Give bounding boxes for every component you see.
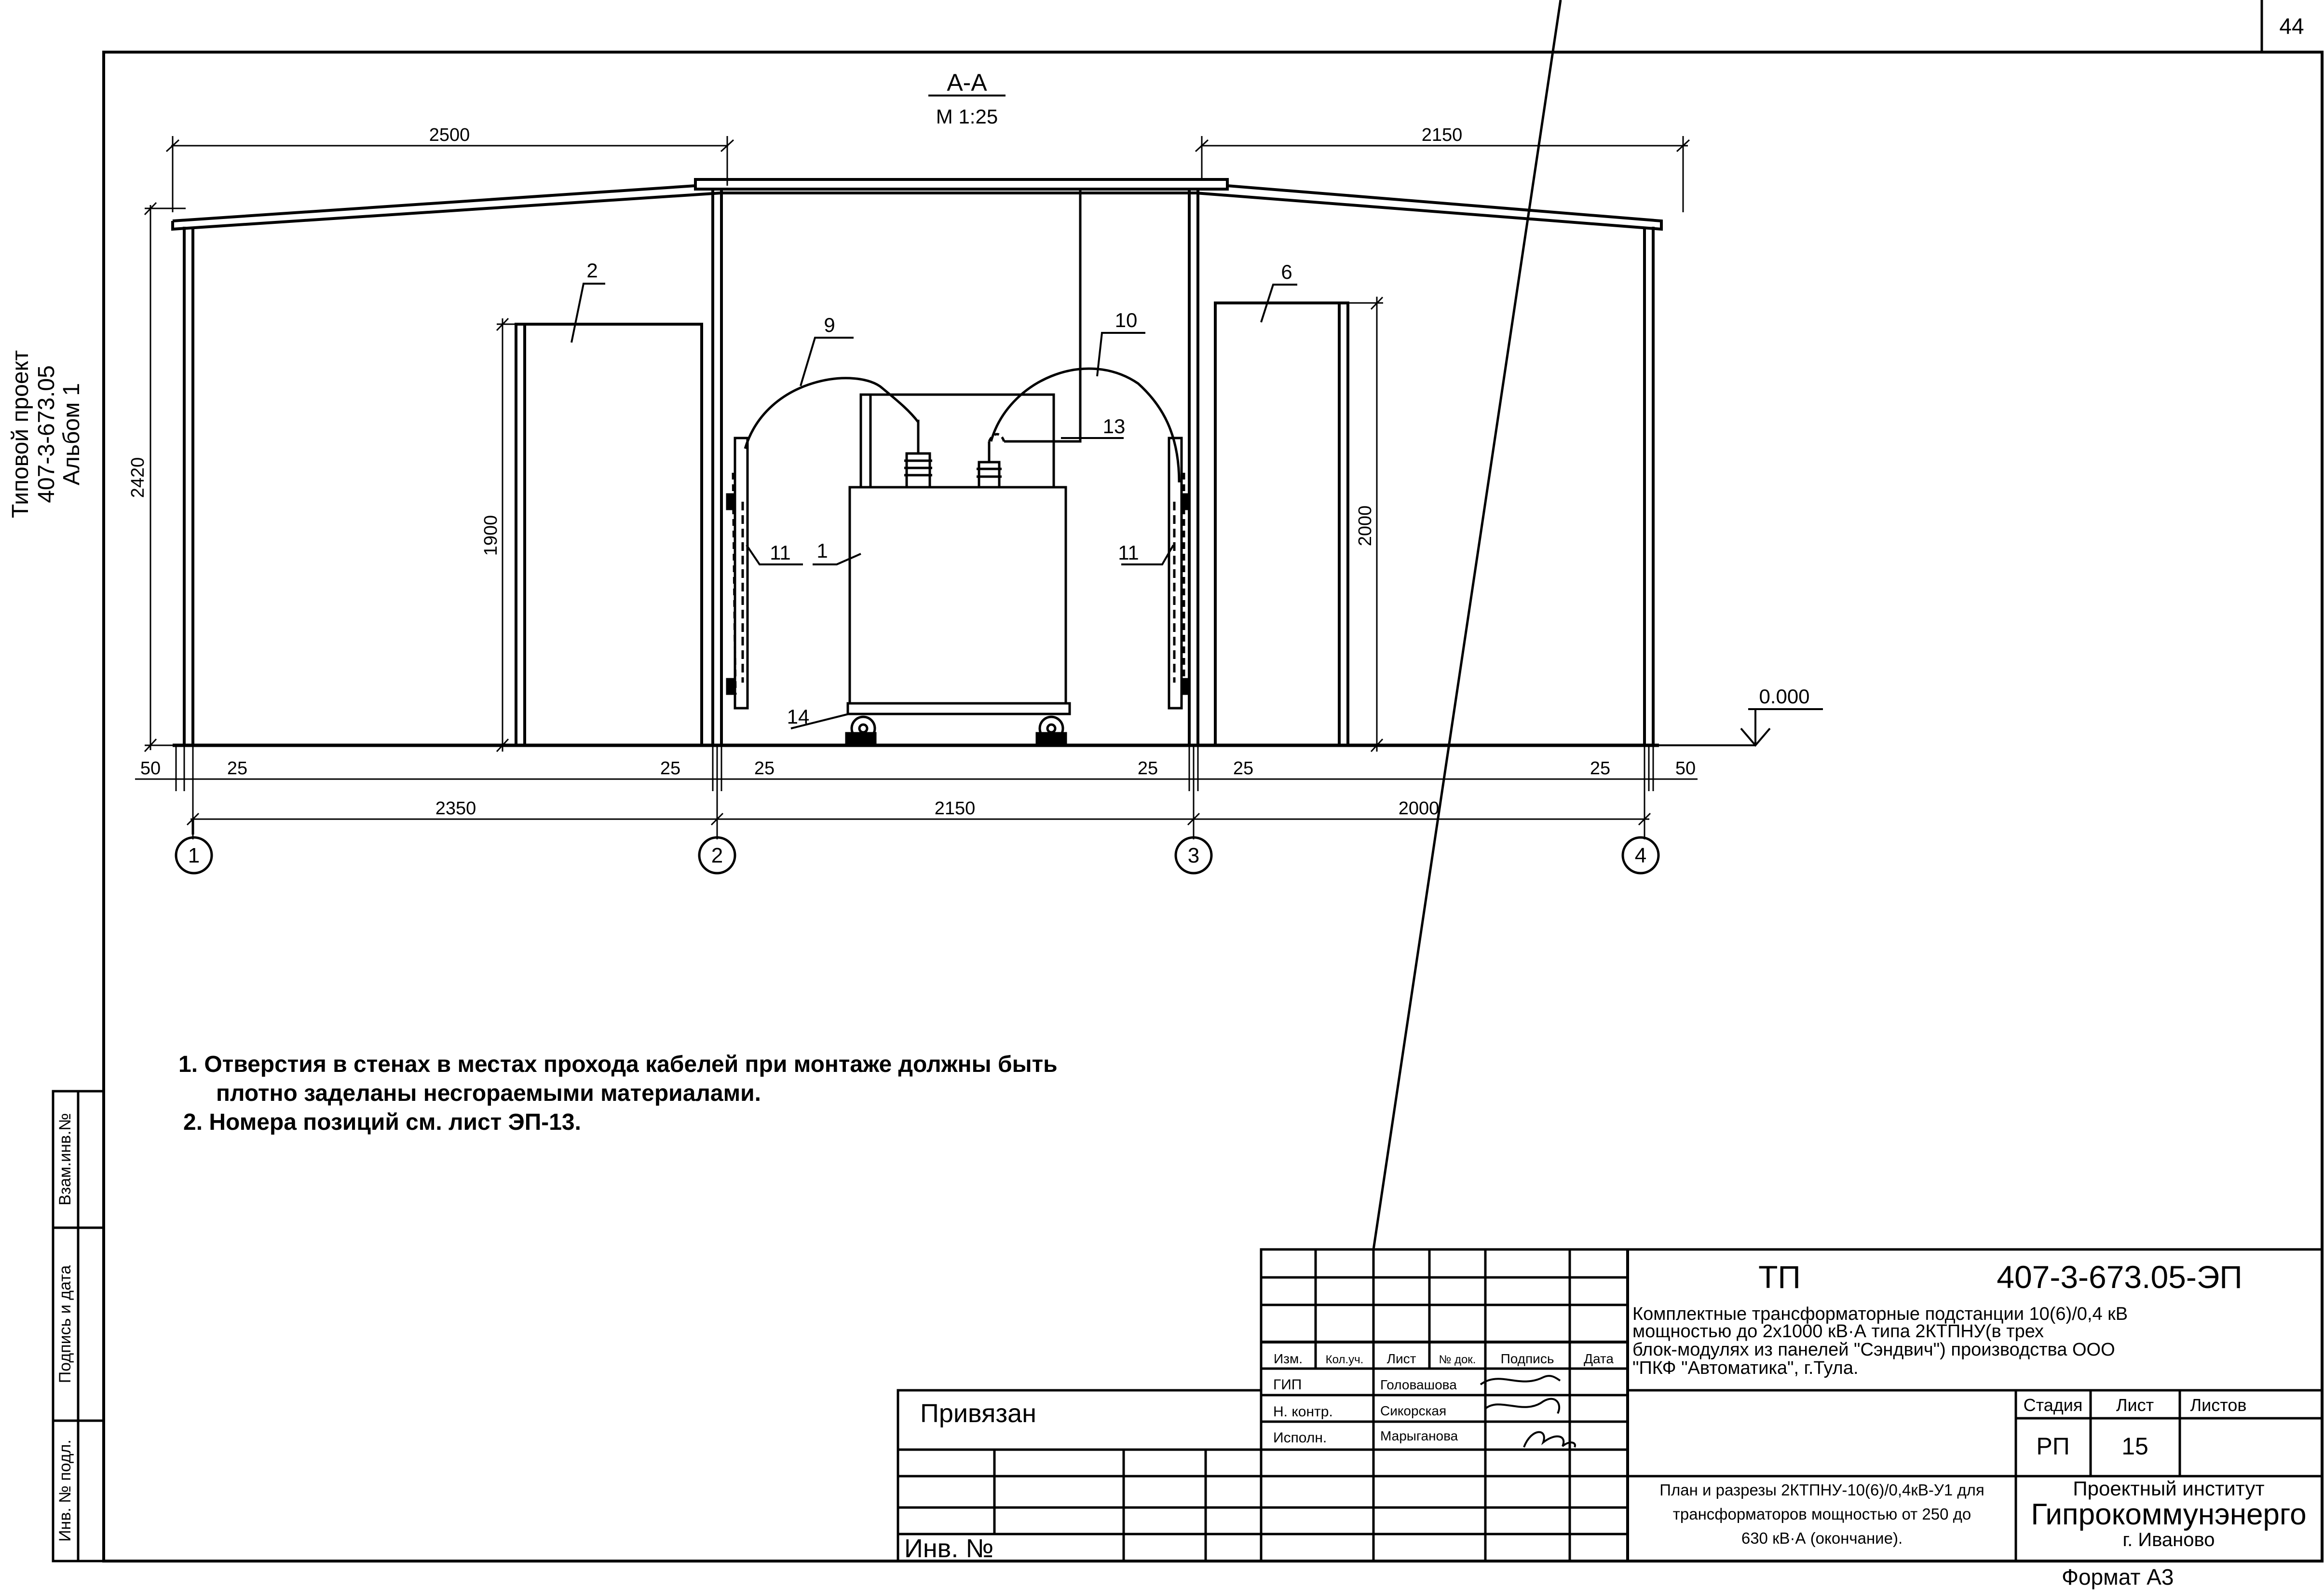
- axis-label-2: 2: [711, 844, 723, 867]
- dim-height-total: 2420: [128, 457, 148, 498]
- tb-ispoln-name: Марыганова: [1380, 1428, 1458, 1443]
- axis-markers: [175, 819, 1660, 875]
- dim-small-25-c: 25: [754, 758, 775, 779]
- title-block-grid: [897, 0, 2324, 1563]
- dim-top-left: 2500: [429, 125, 470, 145]
- tb-list: Лист: [2116, 1395, 2154, 1415]
- cables: [732, 367, 1185, 695]
- tb-hdr-koluch: Кол.уч.: [1326, 1353, 1364, 1366]
- level-mark: [1654, 708, 1823, 747]
- dim-bottom-mid-span: 2150: [935, 798, 976, 819]
- transformer-wheels: [845, 702, 1071, 747]
- tb-nkontr-name: Сикорская: [1380, 1403, 1446, 1418]
- tb-sheet-title-1: План и разрезы 2КТПНУ-10(6)/0,4кВ-У1 для: [1659, 1481, 1984, 1499]
- signatures: [1480, 1375, 1576, 1448]
- tb-hdr-podpis: Подпись: [1501, 1351, 1554, 1366]
- side-project-line2: 407-3-673.05: [34, 365, 59, 503]
- dim-small-50-left: 50: [140, 758, 161, 779]
- tb-listov: Листов: [2190, 1395, 2247, 1415]
- axis-marker-2: [698, 836, 736, 875]
- tb-gip: ГИП: [1273, 1377, 1302, 1393]
- position-2: 2: [586, 259, 598, 282]
- axis-marker-3: [1174, 836, 1213, 875]
- side-podpis-data: Подпись и дата: [56, 1265, 74, 1384]
- section-title: А-А: [947, 69, 987, 96]
- tb-org-3: г. Иваново: [2122, 1529, 2215, 1550]
- side-project-line3: Альбом 1: [59, 383, 84, 485]
- axis-label-4: 4: [1635, 844, 1646, 867]
- tb-desc-3: блок-модулях из панелей "Сэндвич") произ…: [1632, 1340, 2115, 1360]
- side-project-line1: Типовой проект: [8, 350, 33, 518]
- dim-small-25-d: 25: [1138, 758, 1158, 779]
- tb-desc-4: "ПКФ "Автоматика", г.Тула.: [1632, 1358, 1859, 1378]
- position-13: 13: [1103, 415, 1126, 438]
- note-1-line-b: плотно заделаны несгораемыми материалами…: [216, 1081, 761, 1106]
- tb-desc-1: Комплектные трансформаторные подстанции …: [1632, 1304, 2128, 1324]
- tb-code: 407-3-673.05-ЭП: [1997, 1259, 2242, 1295]
- note-2: 2. Номера позиций см. лист ЭП-13.: [183, 1110, 581, 1135]
- dim-small-25-b: 25: [660, 758, 680, 779]
- dim-small-25-a: 25: [227, 758, 247, 779]
- tb-list-value: 15: [2121, 1433, 2148, 1460]
- side-stamp-box: [52, 1090, 105, 1563]
- cable-racks: [726, 437, 1191, 710]
- tb-stadia: Стадия: [2024, 1395, 2083, 1415]
- side-inv-podl: Инв. № подл.: [56, 1439, 74, 1542]
- tb-hdr-izm: Изм.: [1274, 1351, 1303, 1366]
- tb-stadia-value: РП: [2036, 1433, 2069, 1460]
- axis-marker-1: [175, 836, 213, 875]
- dim-small-50-right: 50: [1675, 758, 1696, 779]
- dim-door-right: 2000: [1355, 506, 1375, 547]
- position-11-right: 11: [1118, 541, 1139, 564]
- tb-hdr-data: Дата: [1584, 1351, 1614, 1366]
- position-14: 14: [787, 705, 810, 728]
- tb-org-2: Гипрокоммунэнерго: [2031, 1498, 2306, 1531]
- tb-sheet-title-3: 630 кВ·А (окончание).: [1741, 1529, 1903, 1547]
- tb-org-1: Проектный институт: [2073, 1477, 2264, 1500]
- tb-privyazan: Привязан: [920, 1399, 1036, 1428]
- level-value: 0.000: [1759, 685, 1809, 708]
- side-vzam-inv: Взам.инв.№: [56, 1113, 74, 1206]
- bushing-right: [977, 441, 1002, 489]
- tb-desc-2: мощностью до 2х1000 кВ·А типа 2КТПНУ(в т…: [1632, 1321, 2044, 1342]
- dim-bottom-right-span: 2000: [1399, 798, 1440, 819]
- tb-sheet-title-2: трансформаторов мощностью от 250 до: [1673, 1505, 1971, 1523]
- tb-nkontr: Н. контр.: [1273, 1404, 1333, 1420]
- tb-ispoln: Исполн.: [1273, 1430, 1327, 1446]
- transformer: [845, 393, 1071, 747]
- position-10: 10: [1115, 309, 1138, 331]
- position-11-left: 11: [770, 541, 791, 564]
- note-1-line-a: 1. Отверстия в стенах в местах прохода к…: [178, 1052, 1058, 1077]
- axis-marker-4: [1621, 836, 1660, 875]
- tb-code-prefix: ТП: [1758, 1259, 1801, 1295]
- dimension-lines: [135, 136, 1698, 839]
- position-6: 6: [1281, 260, 1292, 283]
- tb-gip-name: Головашова: [1380, 1377, 1457, 1392]
- page-number: 44: [2279, 14, 2304, 39]
- section-scale: М 1:25: [936, 105, 998, 128]
- dim-bottom-left-span: 2350: [435, 798, 476, 819]
- position-leaders: [571, 283, 1297, 729]
- axis-label-3: 3: [1188, 844, 1199, 867]
- side-project-label: Типовой проект 407-3-673.05 Альбом 1: [8, 350, 84, 518]
- tb-inv-no: Инв. №: [904, 1534, 993, 1563]
- dim-small-25-e: 25: [1233, 758, 1253, 779]
- building-section: [171, 178, 1663, 747]
- dim-small-25-f: 25: [1590, 758, 1610, 779]
- bushing-left: [904, 420, 932, 489]
- dim-top-right: 2150: [1422, 125, 1463, 145]
- sheet-format: Формат А3: [2062, 1564, 2174, 1590]
- position-1: 1: [816, 539, 828, 562]
- tb-hdr-list: Лист: [1387, 1351, 1416, 1366]
- axis-label-1: 1: [188, 844, 200, 867]
- position-9: 9: [824, 314, 835, 336]
- dim-door-left: 1900: [481, 515, 501, 556]
- tb-hdr-ndok: № док.: [1439, 1353, 1476, 1366]
